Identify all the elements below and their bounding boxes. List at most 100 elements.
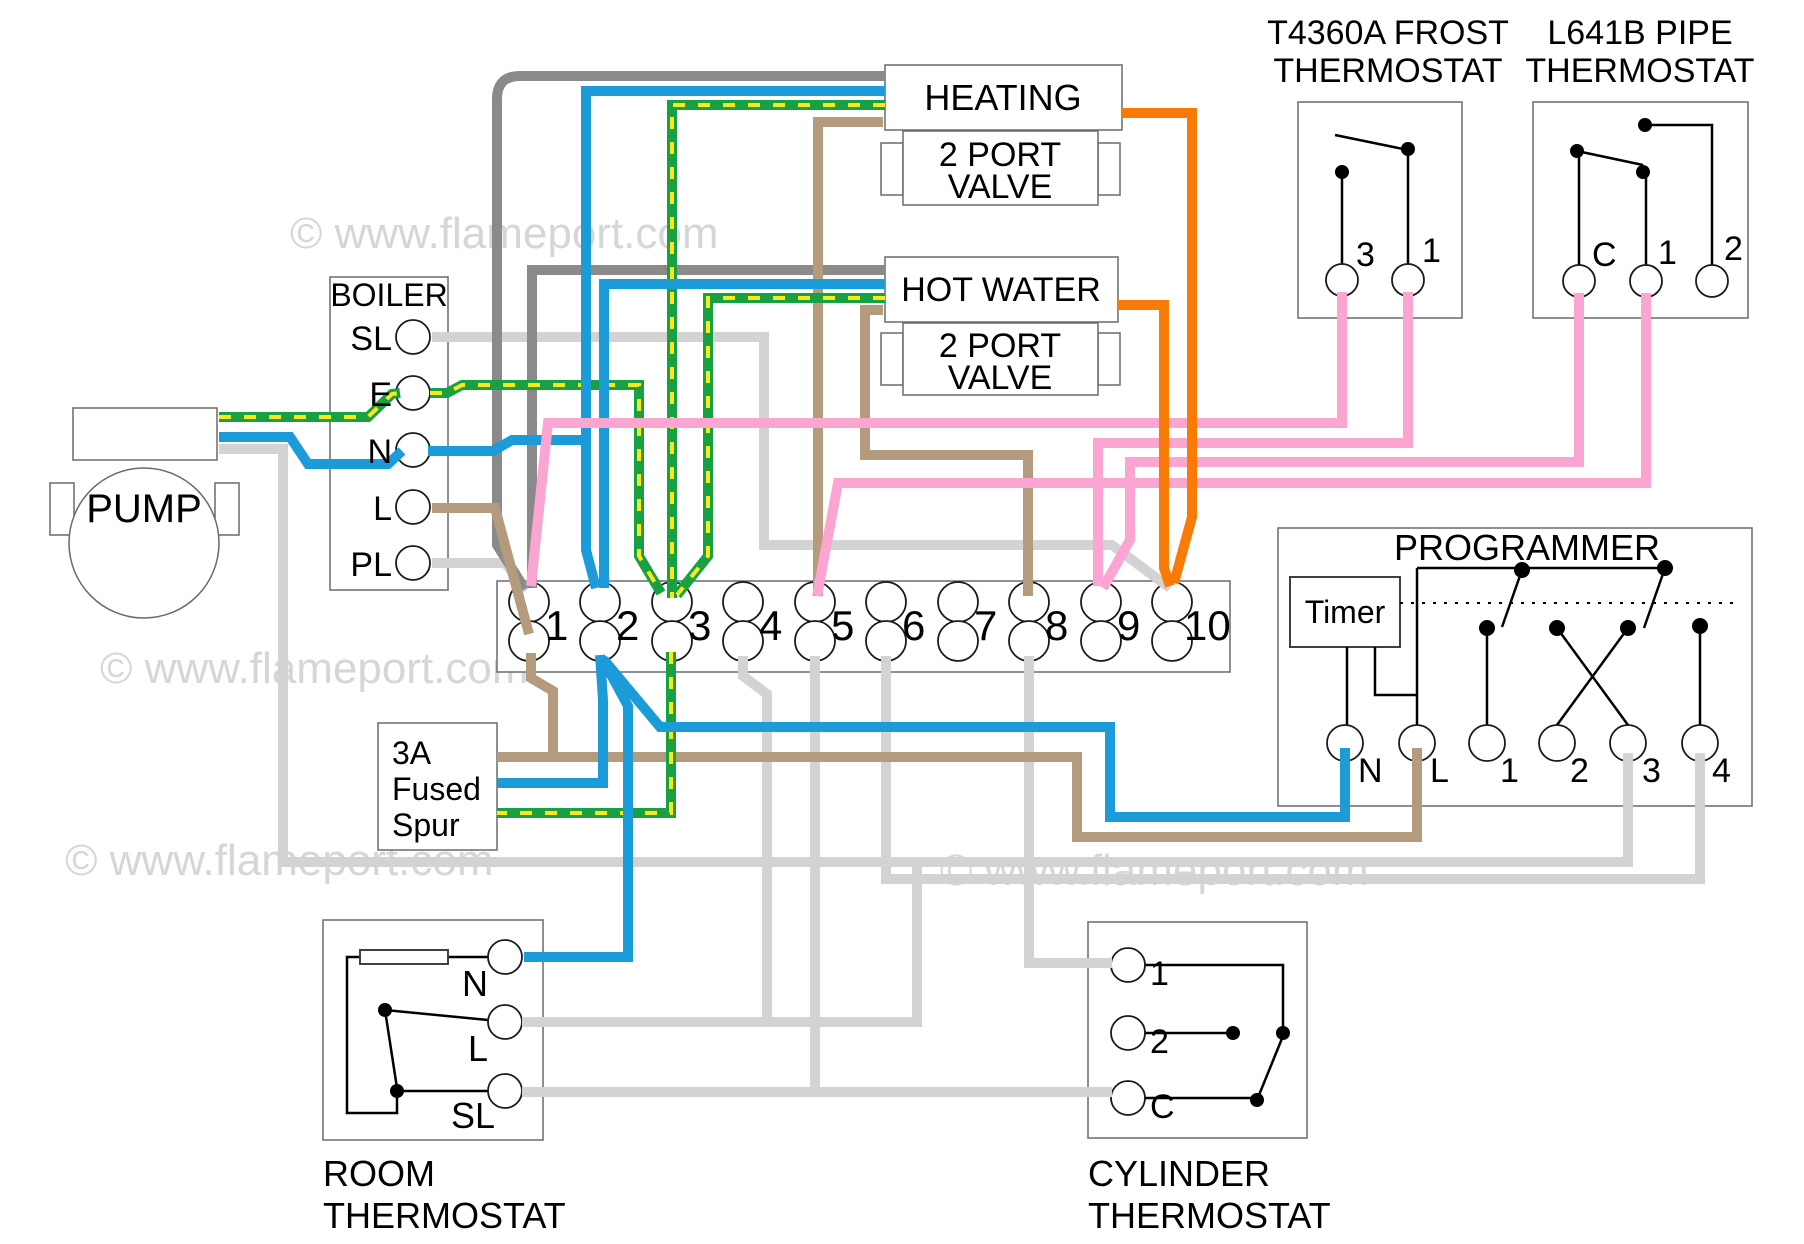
wire-hotwater-neutral-to-terminal2: [599, 279, 885, 588]
wire-terminal6-to-programmer4: [881, 656, 1705, 884]
orange-wires: [1118, 108, 1197, 588]
programmer-box: [1277, 527, 1753, 807]
wire-boiler-e-to-terminal3: [430, 380, 666, 596]
svg-text:3: 3: [688, 602, 711, 649]
frost-title-line2: THERMOSTAT: [1273, 52, 1502, 90]
pipe-thermostat-terminals: [1562, 264, 1729, 298]
wire-heating-earth-to-terminal3: [667, 100, 885, 598]
cylinder-title-line1: CYLINDER: [1088, 1153, 1270, 1194]
wire-hotwater-grey-to-terminal1: [527, 265, 885, 588]
pump-label: PUMP: [86, 487, 202, 531]
room-terminal-sl: SL: [451, 1095, 495, 1136]
fused-spur-line3: Spur: [392, 807, 460, 843]
room-title-line1: ROOM: [323, 1153, 435, 1194]
wire-spur-earth-stripe: [497, 652, 673, 815]
pipe-thermostat-switch: [1570, 118, 1714, 265]
wire-pipe-c-to-terminal9: [1098, 293, 1584, 591]
wire-heating-orange-to-terminal10: [1122, 108, 1197, 585]
pipe-terminal-2: 2: [1724, 230, 1743, 268]
fused-spur-line1: 3A: [392, 735, 432, 771]
room-thermostat-anticipator-resistor: [359, 949, 449, 965]
wire-terminal8-to-cylinder1: [1024, 656, 1112, 968]
wire-boiler-n-link: [428, 435, 586, 456]
wire-heating-grey-to-terminal1: [492, 71, 885, 592]
wire-heating-neutral-to-terminal2: [581, 86, 885, 590]
frost-title-line1: T4360A FROST: [1267, 14, 1509, 52]
hot-water-valve-line1: 2 PORT: [939, 327, 1061, 365]
svg-text:6: 6: [902, 602, 925, 649]
pipe-terminal-c: C: [1592, 236, 1617, 274]
programmer-terminals: [1326, 724, 1719, 762]
cylinder-terminal-1: 1: [1150, 955, 1169, 993]
room-terminal-l: L: [468, 1028, 488, 1069]
wire-frost1-to-terminal9: [1093, 292, 1413, 586]
svg-text:8: 8: [1045, 602, 1068, 649]
heating-valve-line2: VALVE: [948, 168, 1053, 206]
svg-text:1: 1: [545, 602, 568, 649]
room-title-line2: THERMOSTAT: [323, 1195, 566, 1236]
room-thermostat-terminals: [487, 939, 523, 1109]
timer-box: [1289, 576, 1401, 648]
wire-pump-earth-stripe: [219, 391, 401, 419]
programmer-title: PROGRAMMER: [1394, 527, 1660, 568]
boiler-terminal-n: N: [367, 433, 392, 471]
wire-hotwater-orange-to-terminal10: [1118, 300, 1175, 588]
brown-wires: [432, 117, 1422, 842]
fused-spur-line2: Fused: [392, 771, 481, 807]
frost-thermostat-switch: [1334, 133, 1415, 264]
pump-symbol: [49, 407, 240, 619]
wire-terminal1-down: [526, 653, 558, 757]
pink-wires: [526, 292, 1651, 597]
cylinder-thermostat-terminals: [1110, 947, 1146, 1116]
blue-wires: [219, 86, 1350, 962]
boiler-terminal-l: L: [373, 490, 392, 528]
programmer-terminal-1: 1: [1500, 752, 1519, 790]
wire-terminal2-to-room-n: [524, 655, 633, 962]
wire-boiler-l-to-terminal1: [432, 503, 534, 636]
frost-terminal-1: 1: [1422, 232, 1441, 270]
wire-pump-to-programmer3: [219, 444, 1633, 867]
pipe-title-line1: L641B PIPE: [1547, 14, 1732, 52]
svg-text:4: 4: [759, 602, 782, 649]
dark-grey-wires: [492, 71, 885, 592]
watermark-mid-left: © www.flameport.com: [100, 644, 529, 693]
boiler-terminal-sl: SL: [350, 320, 392, 358]
boiler-terminal-pl: PL: [350, 546, 392, 584]
cylinder-title-line2: THERMOSTAT: [1088, 1195, 1331, 1236]
wire-frost3-to-terminal1: [526, 292, 1347, 587]
heating-valve-symbol: [880, 64, 1123, 206]
wire-pump-neutral: [219, 432, 406, 469]
earth-wires: [219, 100, 885, 818]
timer-label: Timer: [1305, 594, 1386, 630]
svg-text:10: 10: [1184, 602, 1231, 649]
frost-thermostat-box: [1297, 101, 1463, 319]
wire-hotwater-brown-to-terminal8: [860, 305, 1033, 596]
hot-water-valve-line2: VALVE: [948, 359, 1053, 397]
boiler-title: BOILER: [330, 277, 447, 313]
programmer-terminal-n: N: [1358, 752, 1383, 790]
heating-valve-line1: 2 PORT: [939, 136, 1061, 174]
pipe-terminal-1: 1: [1658, 234, 1677, 272]
wire-spur-l-to-programmer-l: [497, 748, 1422, 842]
svg-text:9: 9: [1117, 602, 1140, 649]
cylinder-terminal-2: 2: [1150, 1023, 1169, 1061]
wire-terminal4-to-room-l: [738, 656, 772, 1022]
fused-spur-box: [377, 722, 498, 851]
hot-water-valve-symbol: [880, 256, 1121, 396]
watermark-top: © www.flameport.com: [290, 209, 719, 258]
pipe-title-line2: THERMOSTAT: [1525, 52, 1754, 90]
programmer-terminal-2: 2: [1570, 752, 1589, 790]
boiler-terminal-e: E: [369, 376, 392, 414]
terminal-strip-numbers: 1 2 3 4 5 6 7 8 9 10: [545, 602, 1231, 649]
cylinder-thermostat-switch: [1145, 963, 1290, 1107]
watermark-bottom-middle: © www.flameport.com: [940, 846, 1369, 895]
programmer-switches: [1345, 560, 1740, 726]
wire-terminal2-to-spur-neutral: [497, 654, 608, 788]
boiler-terminals: [395, 319, 431, 581]
room-thermostat-switch: [345, 949, 489, 1115]
wire-heating-brown-to-terminal5: [813, 117, 883, 596]
frost-terminal-3: 3: [1356, 236, 1375, 274]
wire-pipe1-to-terminal5: [812, 293, 1651, 597]
